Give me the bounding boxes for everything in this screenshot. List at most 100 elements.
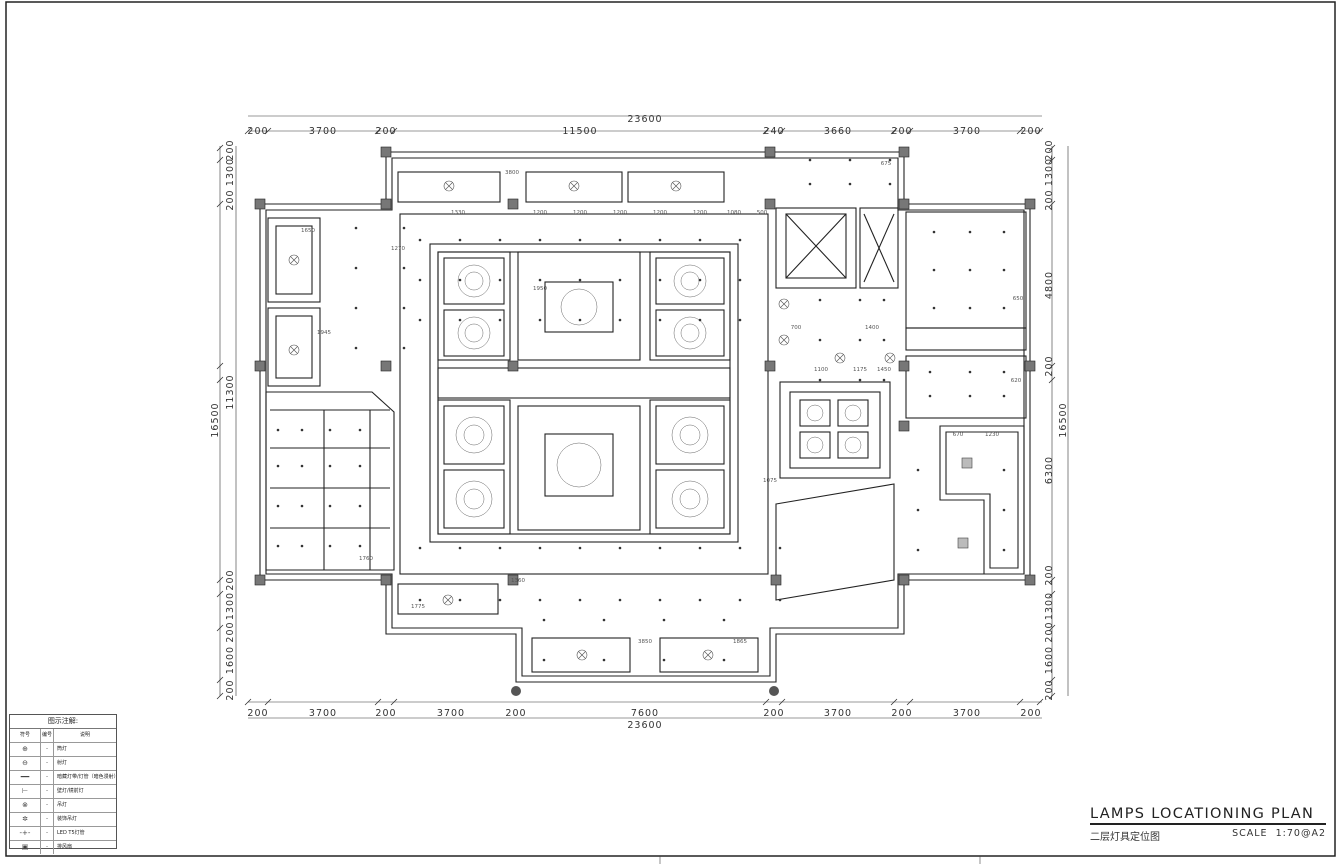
legend-title: 图示注解:	[10, 715, 116, 729]
downlight	[818, 338, 822, 342]
downlight	[658, 278, 662, 282]
inner-dim-label: 1080	[727, 210, 741, 216]
column	[898, 198, 910, 210]
legend-description: 排风扇	[57, 844, 73, 850]
downlight	[458, 546, 462, 550]
legend-symbol-cell: ⊗	[10, 799, 41, 812]
downlight	[916, 468, 920, 472]
inner-dim-label: 650	[1013, 296, 1024, 302]
inner-dim-label: 620	[1011, 378, 1022, 384]
downlight	[358, 544, 362, 548]
downlight	[458, 278, 462, 282]
column	[380, 146, 392, 158]
downlight	[354, 226, 358, 230]
legend-symbol-cell: ⊢	[10, 785, 41, 798]
right-dim-segment: 200	[1044, 564, 1055, 585]
legend-symbol-cell: ⊕	[10, 743, 41, 756]
downlight	[328, 504, 332, 508]
legend-symbol-icon: ⊕	[22, 745, 28, 753]
column	[380, 574, 392, 586]
legend-row: -+--LED T5灯管	[10, 827, 116, 841]
bottom-dim-segment: 200	[505, 708, 526, 719]
inner-dim-label: 1330	[451, 210, 465, 216]
left-dim-middle: 11300	[225, 374, 236, 409]
left-dim-segment: 200	[225, 621, 236, 642]
legend-symbol-cell: -+-	[10, 827, 41, 840]
pendant-lamp-icon	[442, 594, 454, 606]
downlight	[738, 278, 742, 282]
legend-table: 图示注解: 符号 编号 说明 ⊕-筒灯⊖-射灯━━-暗藏灯带/灯管（暗色漫射）⊢…	[9, 714, 117, 854]
downlight	[658, 598, 662, 602]
downlight	[538, 318, 542, 322]
downlight	[1002, 508, 1006, 512]
downlight	[858, 338, 862, 342]
downlight	[818, 298, 822, 302]
downlight	[698, 546, 702, 550]
downlight	[808, 182, 812, 186]
pendant-lamp-icon	[288, 344, 300, 356]
inner-dim-label: 3800	[505, 170, 519, 176]
downlight	[932, 230, 936, 234]
column	[764, 360, 776, 372]
downlight	[458, 318, 462, 322]
legend-header-row: 符号 编号 说明	[10, 729, 116, 743]
downlight	[542, 618, 546, 622]
downlight	[1002, 370, 1006, 374]
downlight	[618, 546, 622, 550]
inner-dim-label: 500	[757, 210, 768, 216]
inner-dim-label: 1200	[613, 210, 627, 216]
right-dim-segment: 1600	[1044, 646, 1055, 674]
downlight	[618, 598, 622, 602]
downlight	[778, 546, 782, 550]
right-dim-segment: 200	[1044, 679, 1055, 700]
downlight	[542, 658, 546, 662]
left-dim-segment: 200	[225, 189, 236, 210]
downlight	[354, 306, 358, 310]
column	[764, 198, 776, 210]
inner-dim-label: 1270	[391, 246, 405, 252]
downlight	[1002, 394, 1006, 398]
pendant-lamp-icon	[576, 649, 588, 661]
column	[770, 574, 782, 586]
legend-code: -	[41, 841, 54, 854]
column	[507, 574, 519, 586]
downlight	[778, 598, 782, 602]
downlight	[276, 504, 280, 508]
inner-dim-label: 1760	[359, 556, 373, 562]
downlight	[1002, 468, 1006, 472]
right-dim-segment: 1300	[1044, 158, 1055, 186]
legend-description: 壁灯/镜前灯	[57, 788, 84, 794]
downlight	[402, 226, 406, 230]
legend-code: -	[41, 799, 54, 812]
legend-row: ✲-装饰吊灯	[10, 813, 116, 827]
downlight	[300, 544, 304, 548]
pendant-lamp-icon	[443, 180, 455, 192]
legend-code: -	[41, 813, 54, 826]
downlight	[418, 238, 422, 242]
legend-description: LED T5灯管	[57, 830, 85, 836]
legend-code: -	[41, 827, 54, 840]
column	[898, 574, 910, 586]
column	[380, 198, 392, 210]
column	[380, 360, 392, 372]
downlight	[1002, 306, 1006, 310]
pendant-lamp-icon	[884, 352, 896, 364]
legend-header-code: 编号	[41, 729, 54, 742]
legend-header-desc: 说明	[79, 732, 90, 738]
downlight	[578, 598, 582, 602]
pendant-lamp-icon	[568, 180, 580, 192]
downlight	[358, 428, 362, 432]
inner-dim-label: 1360	[511, 578, 525, 584]
bottom-dim-segment: 3700	[824, 708, 852, 719]
pendant-lamp-icon	[834, 352, 846, 364]
legend-symbol-icon: ━━	[20, 773, 30, 781]
column	[254, 360, 266, 372]
right-dim-segment: 6300	[1044, 456, 1055, 484]
bottom-dim-segment: 3700	[309, 708, 337, 719]
downlight	[578, 318, 582, 322]
downlight	[498, 598, 502, 602]
downlight	[916, 548, 920, 552]
legend-symbol-cell: ⊖	[10, 757, 41, 770]
column	[898, 420, 910, 432]
